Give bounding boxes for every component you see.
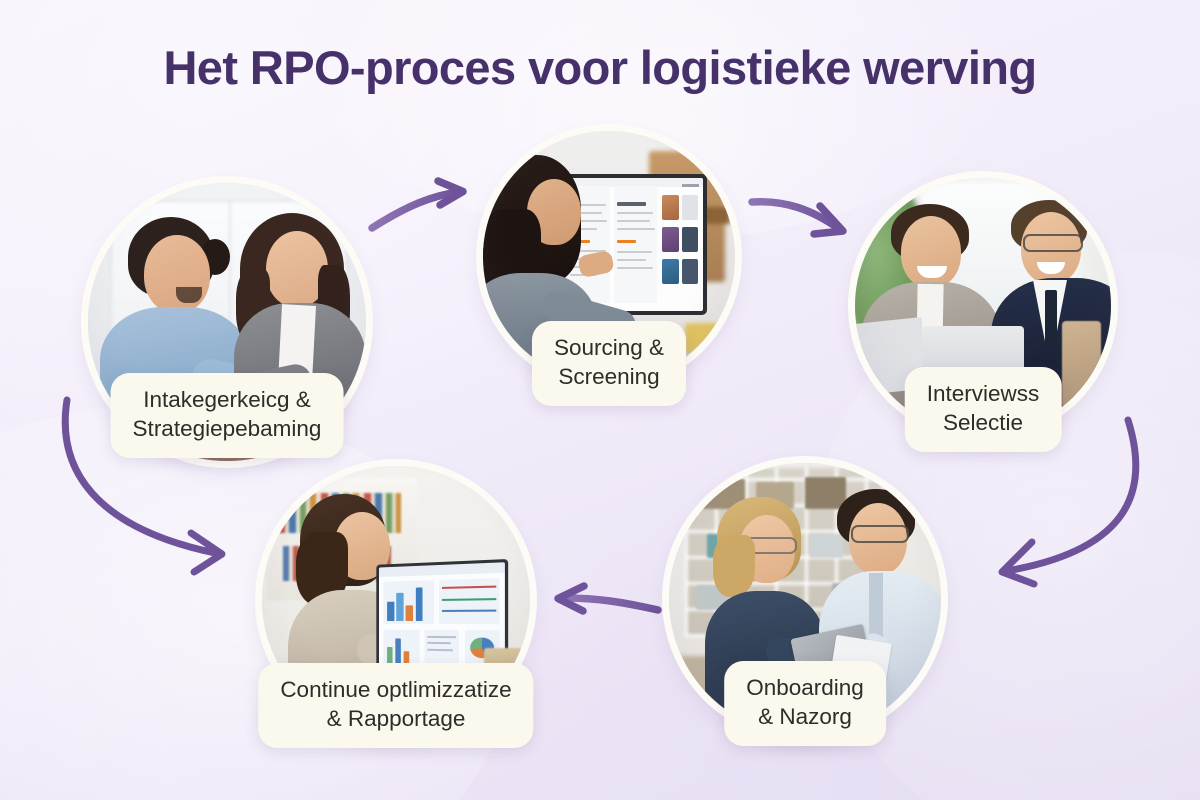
- glasses-icon: [1023, 234, 1083, 252]
- step-1-label: Intakegerkeicg & Strategiepebaming: [110, 373, 344, 458]
- step-5-label: Onboarding & Nazorg: [724, 661, 886, 746]
- candidate-card: [661, 195, 679, 221]
- process-step-2[interactable]: Sourcing & Screening: [483, 131, 735, 406]
- step-2-label-line1: Sourcing &: [553, 335, 665, 360]
- candidate-card: [661, 227, 679, 253]
- process-step-3[interactable]: Interviewss Selectie: [855, 178, 1111, 452]
- step-2-label: Sourcing & Screening: [531, 321, 687, 406]
- candidate-card: [661, 259, 679, 285]
- process-step-1[interactable]: Intakegerkeicg & Strategiepebaming: [88, 183, 366, 461]
- step-1-label-line1: Intakegerkeicg &: [143, 387, 311, 412]
- arrow-1-to-2: [368, 177, 467, 232]
- step-2-photo: [483, 131, 735, 383]
- step-5-label-line2: & Nazorg: [758, 703, 852, 729]
- necktie: [1045, 290, 1057, 348]
- step-3-label-line2: Selectie: [942, 409, 1024, 435]
- page-title: Het RPO-proces voor logistieke werving: [163, 41, 1037, 94]
- step-1-label-line2: Strategiepebaming: [132, 415, 322, 441]
- process-step-4[interactable]: Continue optlimizzatize & Rapportage: [258, 466, 534, 748]
- step-4-label-line1: Continue optlimizzatize: [280, 677, 512, 702]
- step-3-label: Interviewss Selectie: [904, 367, 1062, 452]
- step-3-label-line1: Interviewss: [926, 381, 1040, 406]
- glasses-icon: [851, 525, 909, 543]
- step-4-label: Continue optlimizzatize & Rapportage: [258, 663, 534, 748]
- process-step-5[interactable]: Onboarding & Nazorg: [669, 463, 941, 746]
- step-2-label-line2: Screening: [558, 363, 660, 389]
- arrow-5-to-4: [554, 582, 662, 615]
- step-4-label-line2: & Rapportage: [326, 705, 466, 731]
- coffee-cup: [1062, 321, 1101, 409]
- arrow-2-to-3: [748, 198, 847, 238]
- sourcing-screening-scene: [483, 131, 735, 383]
- smile: [917, 266, 947, 278]
- step-5-label-line1: Onboarding: [746, 675, 864, 700]
